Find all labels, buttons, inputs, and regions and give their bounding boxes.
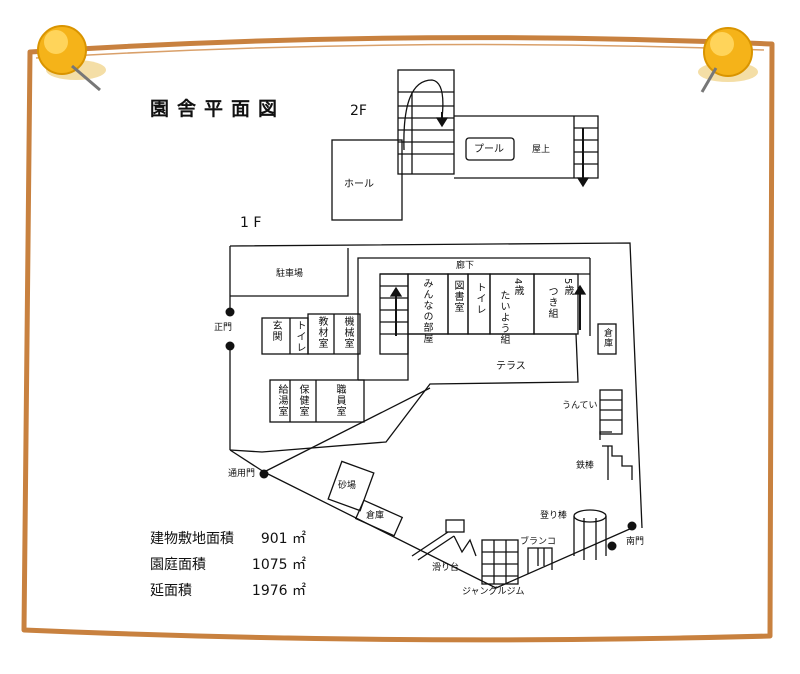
paper-frame (21, 35, 775, 643)
parking-label: 駐車場 (276, 269, 304, 279)
age5-class-label: つき組 (546, 286, 557, 319)
sandbox-label: 砂場 (338, 481, 357, 491)
pushpin-left-icon (37, 25, 106, 92)
yard-equipment (327, 389, 633, 585)
stat-value: 901 ㎡ (260, 531, 306, 547)
stat-value: 1075 ㎡ (251, 557, 306, 573)
materials-room-label: 教材室 (316, 316, 327, 349)
toilet-a-label: トイレ (294, 320, 305, 353)
kitchen-label: 給湯室 (276, 384, 287, 417)
jungle-gym-label: ジャングルジム (462, 587, 525, 597)
rooftop-label: 屋上 (532, 145, 551, 155)
corridor-label: 廊下 (456, 261, 475, 271)
storage-b-label: 倉庫 (366, 511, 385, 521)
pool-label: プール (474, 144, 504, 155)
health-room-label: 保健室 (297, 384, 308, 417)
stat-label: 園庭面積 (150, 557, 206, 573)
floor-2f-plan (331, 69, 599, 221)
staff-room-label: 職員室 (334, 384, 345, 417)
stat-label: 延面積 (150, 583, 192, 599)
climbing-pole-label: 登り棒 (540, 511, 568, 521)
stat-value: 1976 ㎡ (251, 583, 306, 599)
hall-label: ホール (344, 179, 374, 190)
everyone-room-label: みんなの部屋 (421, 278, 432, 344)
age5-label: 5歳 (562, 278, 573, 297)
service-gate-label: 通用門 (228, 469, 256, 479)
age4-label: 4歳 (512, 278, 523, 297)
entrance-label: 玄関 (270, 320, 281, 342)
stat-label: 建物敷地面積 (150, 531, 234, 547)
tetsubo-label: 鉄棒 (576, 461, 595, 471)
pushpin-right-icon (698, 27, 758, 93)
south-gate-label: 南門 (626, 537, 645, 547)
unten-label: うんてい (562, 401, 598, 411)
toilet-b-label: トイレ (474, 282, 485, 315)
floor-2f-label: 2F (350, 103, 367, 119)
terrace-label: テラス (496, 361, 526, 372)
library-label: 図書室 (452, 280, 463, 313)
floor-1f-plan (229, 242, 643, 589)
gate-markers (225, 307, 637, 551)
swing-label: ブランコ (520, 537, 557, 547)
storage-a-label: 倉庫 (602, 328, 612, 348)
age4-class-label: たいよう組 (498, 290, 509, 345)
page-title: 園舎平面図 (150, 98, 286, 120)
floor-1f-label: 1 F (240, 215, 262, 231)
machine-room-label: 機械室 (342, 316, 353, 349)
main-gate-label: 正門 (214, 323, 233, 333)
slide-label: 滑り台 (432, 563, 460, 573)
